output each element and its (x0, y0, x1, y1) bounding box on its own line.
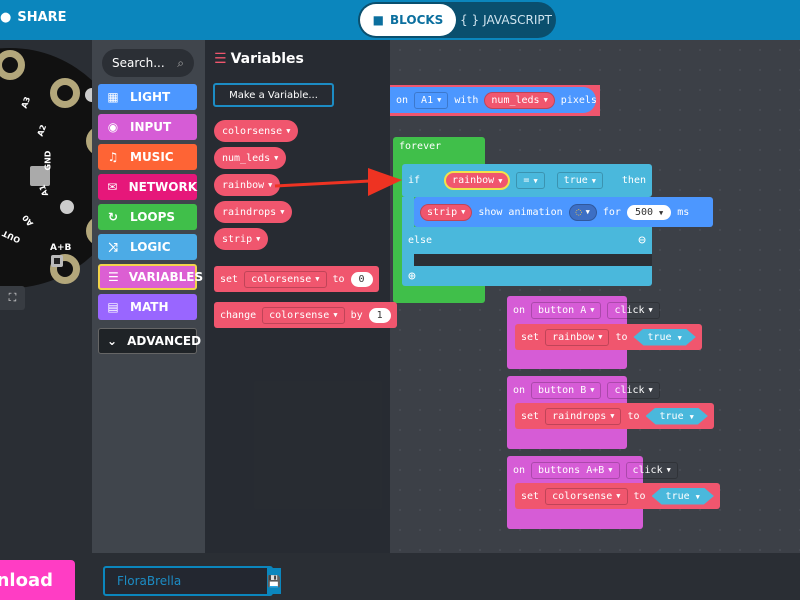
tab-blocks[interactable]: ■BLOCKS (360, 4, 456, 36)
pin-dropdown[interactable]: A1▼ (414, 91, 449, 109)
create-strip-block[interactable]: on A1▼ with num_leds▼ pixels (390, 87, 597, 113)
search-input[interactable]: Search...⌕ (102, 49, 194, 77)
refresh-icon: ↻ (107, 210, 119, 224)
if-block[interactable]: if rainbow▼ =▼ true▼ then (402, 164, 652, 197)
calculator-icon: ▤ (107, 300, 119, 314)
chat-icon: ✉ (107, 180, 118, 194)
variables-flyout: ☰Variables Make a Variable... colorsense… (205, 40, 397, 553)
pin-label-gnd: GND (43, 150, 53, 171)
duration-input[interactable]: 500 ▼ (626, 204, 672, 220)
variable-colorsense[interactable]: colorsense▼ (214, 120, 299, 142)
remove-else-icon[interactable]: ⊖ (638, 233, 646, 248)
rainbow-variable[interactable]: rainbow▼ (444, 171, 511, 190)
category-light[interactable]: ▦LIGHT (98, 84, 197, 110)
true-dropdown[interactable]: true▼ (556, 172, 603, 189)
variable-raindrops[interactable]: raindrops▼ (214, 201, 293, 223)
header: ●SHARE ■BLOCKS { }JAVASCRIPT (0, 0, 800, 40)
search-icon: ⌕ (177, 55, 184, 70)
toolbox: Search...⌕ ▦LIGHT ◉INPUT ♫MUSIC ✉NETWORK… (92, 40, 205, 553)
category-variables[interactable]: ☰VARIABLES (98, 264, 203, 290)
braces-icon: { } (460, 13, 480, 27)
category-advanced[interactable]: ⌄ADVANCED (98, 328, 201, 354)
share-icon: ● (0, 10, 12, 25)
add-icon[interactable]: ⊕ (408, 268, 416, 284)
category-math[interactable]: ▤MATH (98, 294, 197, 320)
animation-picker[interactable]: ◌▼ (568, 203, 597, 221)
category-loops[interactable]: ↻LOOPS (98, 204, 197, 230)
annotation-arrow (274, 168, 402, 196)
category-network[interactable]: ✉NETWORK (98, 174, 197, 200)
blocks-workspace[interactable]: on A1▼ with num_leds▼ pixels forever if … (390, 40, 800, 553)
strip-variable[interactable]: strip▼ (420, 203, 473, 221)
download-button[interactable]: Download (0, 560, 75, 600)
num-leds-variable[interactable]: num_leds▼ (484, 91, 555, 109)
editor-toggle: ■BLOCKS { }JAVASCRIPT (358, 2, 556, 38)
simulator: A3 A2 GND A1 A0 OUT A+B ⛶ (0, 40, 92, 553)
list-icon: ☰ (108, 270, 119, 284)
variable-strip[interactable]: strip▼ (214, 228, 269, 250)
chevron-down-icon: ⌄ (107, 334, 118, 348)
target-icon: ◉ (107, 120, 119, 134)
tab-javascript[interactable]: { }JAVASCRIPT (460, 13, 552, 27)
button-ab[interactable] (51, 255, 63, 267)
share-button[interactable]: ●SHARE (0, 10, 67, 25)
category-music[interactable]: ♫MUSIC (98, 144, 197, 170)
shuffle-icon: ⤨ (108, 239, 118, 254)
operator-dropdown[interactable]: =▼ (516, 172, 545, 189)
puzzle-icon: ■ (372, 13, 384, 27)
category-input[interactable]: ◉INPUT (98, 114, 197, 140)
rainbow-ring-icon: ◌ (575, 206, 582, 218)
fullscreen-icon[interactable]: ⛶ (0, 286, 25, 310)
make-variable-button[interactable]: Make a Variable... (213, 83, 334, 107)
flyout-title: ☰Variables (214, 51, 304, 67)
button-ab-label: A+B (50, 243, 72, 253)
category-logic[interactable]: ⤨LOGIC (98, 234, 197, 260)
project-name-input[interactable] (105, 568, 267, 594)
project-name-field: 💾 (103, 566, 281, 596)
variable-num-leds[interactable]: num_leds▼ (214, 147, 287, 169)
headphones-icon: ♫ (107, 150, 119, 164)
save-icon[interactable]: 💾 (267, 568, 281, 594)
variable-rainbow[interactable]: rainbow▼ (214, 174, 281, 196)
add-else-if: ⊕ (402, 266, 652, 286)
list-icon: ☰ (214, 51, 227, 67)
else-section: else ⊖ (402, 227, 652, 254)
show-animation-block[interactable]: strip▼ show animation ◌▼ for 500 ▼ ms (414, 197, 713, 227)
circuit-playground-board[interactable] (0, 48, 92, 288)
grid-icon: ▦ (107, 90, 119, 104)
forever-label: forever (399, 141, 442, 152)
